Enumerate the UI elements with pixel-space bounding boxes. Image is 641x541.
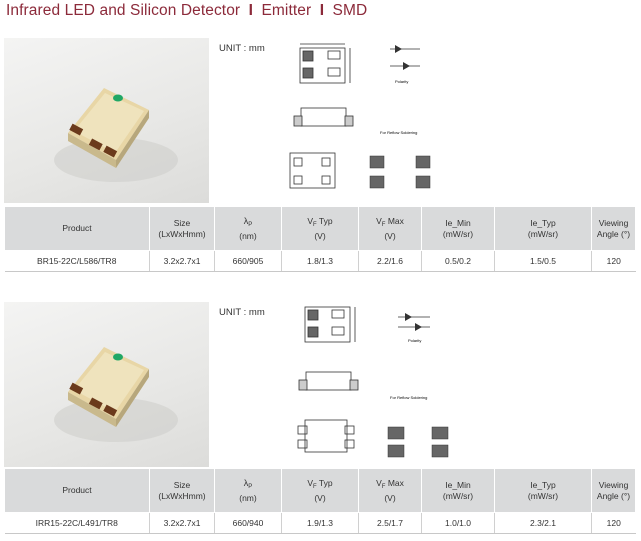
col-product: Product — [4, 468, 150, 513]
table-row: BR15-22C/L586/TR8 3.2x2.7x1 660/905 1.8/… — [4, 250, 636, 272]
col-angle: Viewing Angle (°) — [591, 468, 636, 513]
col-ie-min: Ie_Min(mW/sr) — [421, 468, 495, 513]
cell-angle: 120 — [591, 250, 636, 272]
col-ie-typ: Ie_Typ(mW/sr) — [494, 468, 592, 513]
cell-vf-typ: 1.9/1.3 — [281, 512, 359, 534]
col-product: Product — [4, 206, 150, 251]
col-vf-typ: VF Typ(V) — [281, 468, 359, 513]
title-smd: SMD — [332, 2, 368, 19]
unit-label: UNIT : mm — [219, 307, 265, 318]
spec-table: Product Size(LxWxHmm) λP(nm) VF Typ(V) V… — [4, 206, 636, 272]
polarity-label: Polarity — [395, 79, 408, 84]
cell-product: BR15-22C/L586/TR8 — [4, 250, 150, 272]
cell-vf-typ: 1.8/1.3 — [281, 250, 359, 272]
spec-table: Product Size(LxWxHmm) λP(nm) VF Typ(V) V… — [4, 468, 636, 534]
title-emitter: Emitter — [261, 2, 312, 19]
col-ie-min: Ie_Min(mW/sr) — [421, 206, 495, 251]
title-separator: I — [248, 2, 254, 19]
cell-angle: 120 — [591, 512, 636, 534]
cell-lambda: 660/905 — [214, 250, 282, 272]
product-photo — [4, 302, 209, 467]
cell-ie-typ: 1.5/0.5 — [494, 250, 592, 272]
smd-led-image — [54, 88, 178, 182]
cell-lambda: 660/940 — [214, 512, 282, 534]
product-photo — [4, 38, 209, 203]
cell-size: 3.2x2.7x1 — [149, 250, 215, 272]
col-lambda: λP(nm) — [214, 206, 282, 251]
table-header-row: Product Size(LxWxHmm) λP(nm) VF Typ(V) V… — [4, 468, 636, 513]
col-vf-max: VF Max(V) — [358, 468, 422, 513]
col-vf-max: VF Max(V) — [358, 206, 422, 251]
col-lambda: λP(nm) — [214, 468, 282, 513]
cell-ie-min: 1.0/1.0 — [421, 512, 495, 534]
col-size: Size(LxWxHmm) — [149, 206, 215, 251]
table-row: IRR15-22C/L491/TR8 3.2x2.7x1 660/940 1.9… — [4, 512, 636, 534]
cell-vf-max: 2.5/1.7 — [358, 512, 422, 534]
led-green-dot — [113, 94, 123, 102]
smd-led-image — [54, 347, 178, 442]
unit-label: UNIT : mm — [219, 43, 265, 54]
polarity-label: Polarity — [408, 338, 421, 343]
col-size: Size(LxWxHmm) — [149, 468, 215, 513]
col-angle: Viewing Angle (°) — [591, 206, 636, 251]
col-vf-typ: VF Typ(V) — [281, 206, 359, 251]
cell-vf-max: 2.2/1.6 — [358, 250, 422, 272]
page-title: Infrared LED and Silicon Detector I Emit… — [6, 2, 367, 20]
led-green-dot — [113, 353, 123, 361]
dimension-drawing: Polarity For Reflow Soldering — [270, 38, 470, 203]
reflow-label: For Reflow Soldering — [380, 130, 417, 135]
cell-size: 3.2x2.7x1 — [149, 512, 215, 534]
col-ie-typ: Ie_Typ(mW/sr) — [494, 206, 592, 251]
cell-ie-typ: 2.3/2.1 — [494, 512, 592, 534]
title-main: Infrared LED and Silicon Detector — [6, 2, 241, 19]
table-header-row: Product Size(LxWxHmm) λP(nm) VF Typ(V) V… — [4, 206, 636, 251]
title-separator: I — [319, 2, 325, 19]
dimension-drawing: Polarity For Reflow Soldering — [270, 302, 470, 467]
reflow-label: For Reflow Soldering — [390, 395, 427, 400]
cell-ie-min: 0.5/0.2 — [421, 250, 495, 272]
cell-product: IRR15-22C/L491/TR8 — [4, 512, 150, 534]
